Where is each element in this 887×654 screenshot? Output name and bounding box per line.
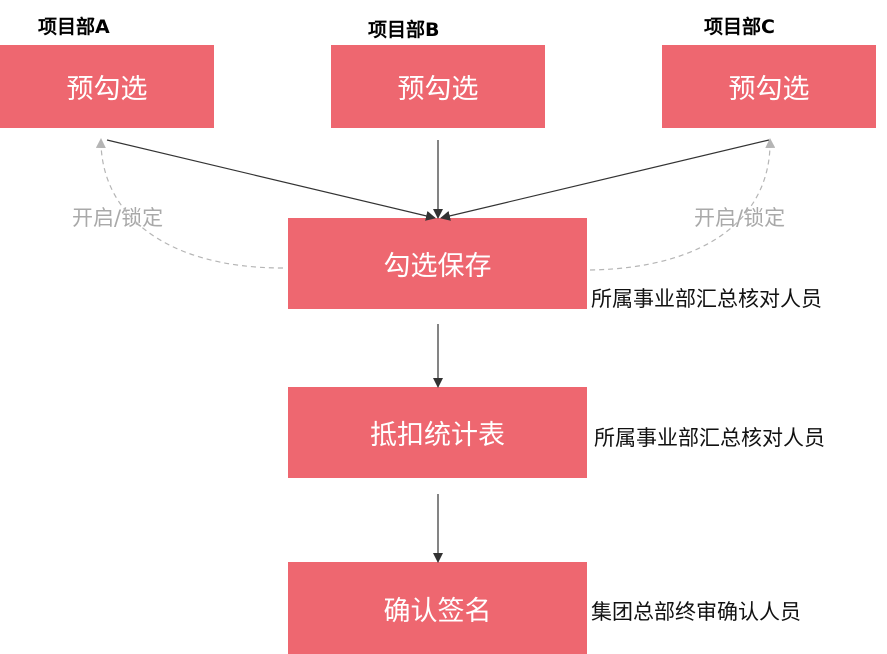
- preselect-box-a-label: 预勾选: [66, 74, 148, 105]
- step-box-sign-label: 确认签名: [383, 595, 492, 627]
- step-box-statement-label: 抵扣统计表: [370, 420, 505, 451]
- role-label-save: 所属事业部汇总核对人员: [591, 287, 822, 311]
- preselect-box-b-label: 预勾选: [397, 74, 479, 105]
- preselect-box-c: 预勾选: [662, 45, 876, 128]
- dept-label-b: 项目部B: [368, 19, 440, 41]
- step-box-save-label: 勾选保存: [383, 251, 492, 282]
- lock-label-left: 开启/锁定: [72, 206, 164, 230]
- role-label-sign: 集团总部终审确认人员: [591, 600, 801, 624]
- step-box-sign: 确认签名: [288, 562, 587, 654]
- preselect-box-c-label: 预勾选: [728, 74, 810, 105]
- step-box-statement: 抵扣统计表: [288, 387, 587, 478]
- role-label-statement: 所属事业部汇总核对人员: [594, 426, 825, 450]
- lock-label-right: 开启/锁定: [694, 206, 786, 230]
- preselect-box-b: 预勾选: [331, 45, 545, 128]
- dept-label-c: 项目部C: [704, 16, 775, 38]
- dept-label-a: 项目部A: [38, 16, 110, 38]
- preselect-box-a: 预勾选: [0, 45, 214, 128]
- step-box-save: 勾选保存: [288, 218, 587, 309]
